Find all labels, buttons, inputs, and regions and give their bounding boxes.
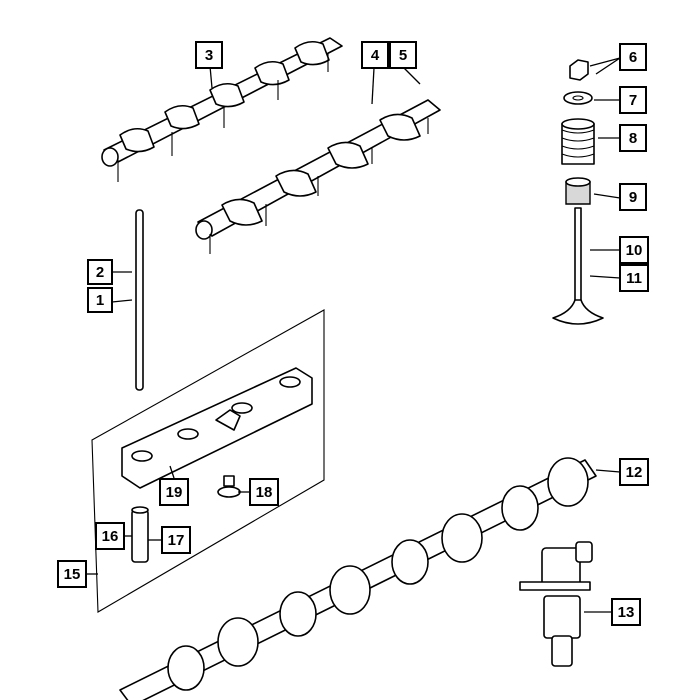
callout-11: 11 [619, 264, 649, 292]
lifter-panel [91, 309, 325, 613]
callout-16-label: 16 [102, 528, 119, 545]
callout-7: 7 [619, 86, 647, 114]
bolt [217, 475, 241, 498]
callout-8: 8 [619, 124, 647, 152]
callout-9: 9 [619, 183, 647, 211]
hydraulic-lifter [131, 506, 149, 563]
valve [552, 207, 604, 325]
callout-12-label: 12 [626, 464, 643, 481]
callout-10: 10 [619, 236, 649, 264]
valve-spring-retainer [563, 91, 593, 105]
callout-15: 15 [57, 560, 87, 588]
callout-8-label: 8 [629, 130, 637, 147]
callout-1: 1 [87, 287, 113, 313]
camshaft-position-sensor [519, 541, 593, 667]
pushrod [135, 209, 144, 391]
callout-9-label: 9 [629, 189, 637, 206]
callout-13: 13 [611, 598, 641, 626]
callout-18-label: 18 [256, 484, 273, 501]
lifter-guide-holder [121, 367, 313, 489]
camshaft [119, 457, 597, 700]
callout-2-label: 2 [96, 264, 104, 281]
rocker-shaft-assembly-upper [101, 37, 343, 182]
callout-6-label: 6 [629, 49, 637, 66]
valve-stem-seal [565, 177, 591, 205]
rocker-shaft-assembly-lower [195, 99, 441, 254]
callout-10-label: 10 [626, 242, 643, 259]
callout-17: 17 [161, 526, 191, 554]
callout-15-label: 15 [64, 566, 81, 583]
callout-2: 2 [87, 259, 113, 285]
callout-5: 5 [389, 41, 417, 69]
valve-retainer-locks [569, 59, 589, 81]
callout-18: 18 [249, 478, 279, 506]
callout-7-label: 7 [629, 92, 637, 109]
callout-6: 6 [619, 43, 647, 71]
callout-19-label: 19 [166, 484, 183, 501]
callout-19: 19 [159, 478, 189, 506]
leader-lines [86, 57, 621, 613]
callout-1-label: 1 [96, 292, 104, 309]
callout-13-label: 13 [618, 604, 635, 621]
callout-4-label: 4 [371, 47, 380, 64]
callout-4: 4 [361, 41, 389, 69]
callout-16: 16 [95, 522, 125, 550]
callout-11-label: 11 [626, 270, 642, 287]
callout-3: 3 [195, 41, 223, 69]
callout-17-label: 17 [168, 532, 185, 549]
callout-3-label: 3 [205, 47, 213, 64]
callout-12: 12 [619, 458, 649, 486]
callout-5-label: 5 [399, 47, 407, 64]
valve-spring [561, 118, 595, 165]
